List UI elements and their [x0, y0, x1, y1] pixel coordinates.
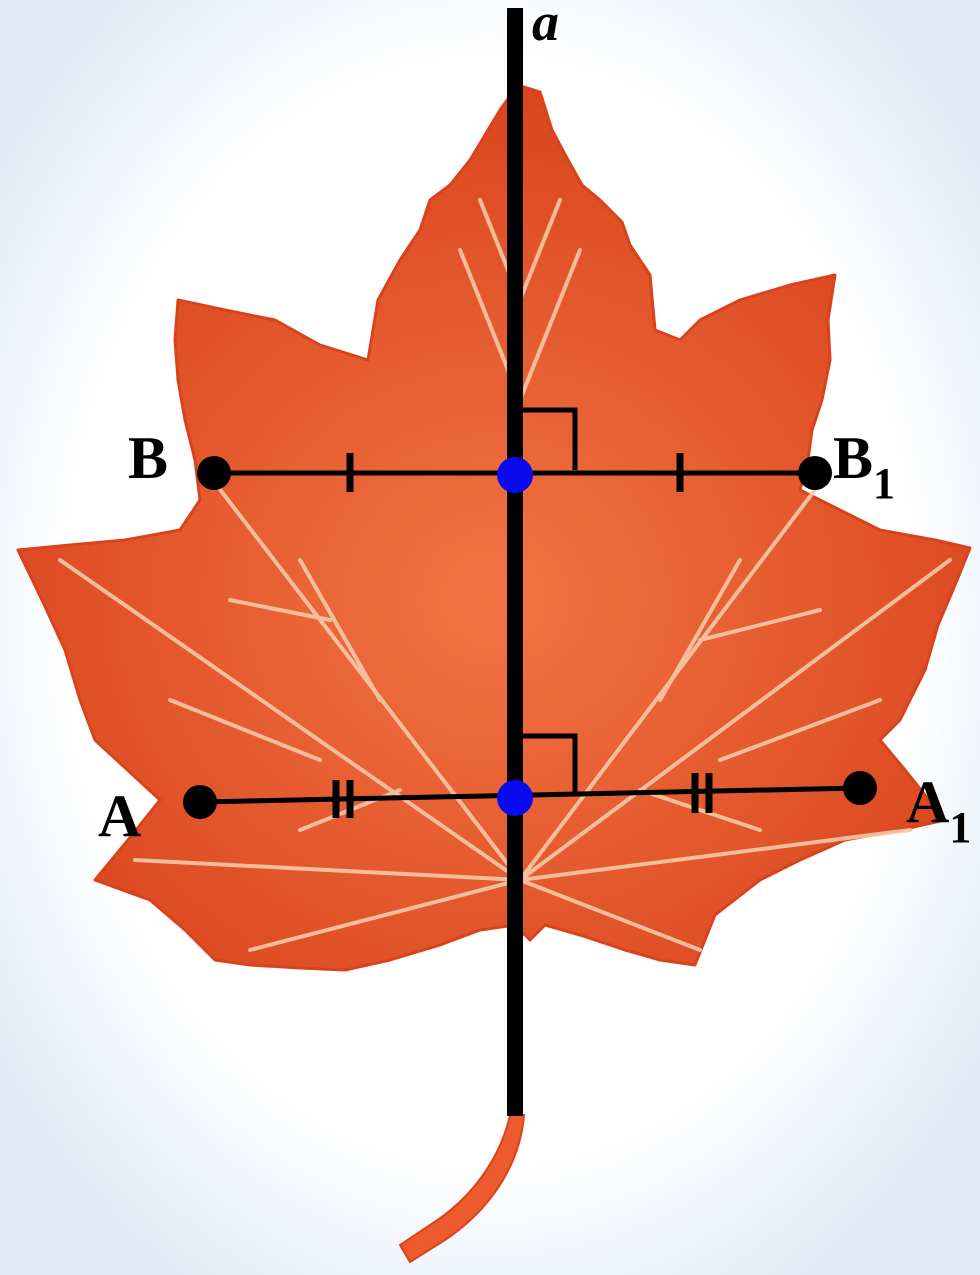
right-angle-mark-upper	[515, 407, 578, 470]
label-b: B	[128, 425, 168, 491]
label-a1-letter: A	[906, 769, 949, 835]
label-b1: B1	[833, 425, 895, 508]
label-a: A	[98, 783, 141, 849]
midpoint-lower	[497, 780, 533, 816]
maple-leaf-blade	[16, 83, 972, 972]
right-angle-mark-lower	[515, 733, 578, 796]
midpoint-upper	[497, 457, 533, 493]
point-a	[183, 785, 217, 819]
point-a1	[843, 771, 877, 805]
leaf-stem	[398, 1114, 526, 1264]
label-b1-subscript: 1	[873, 459, 895, 508]
label-b1-letter: B	[833, 425, 873, 491]
axis-label-a: a	[532, 0, 559, 52]
label-a1-subscript: 1	[949, 803, 971, 852]
point-b	[197, 456, 231, 490]
maple-leaf-image	[16, 83, 972, 1264]
label-a1: A1	[906, 769, 971, 852]
leaf-veins	[58, 198, 952, 952]
point-b1	[798, 456, 832, 490]
